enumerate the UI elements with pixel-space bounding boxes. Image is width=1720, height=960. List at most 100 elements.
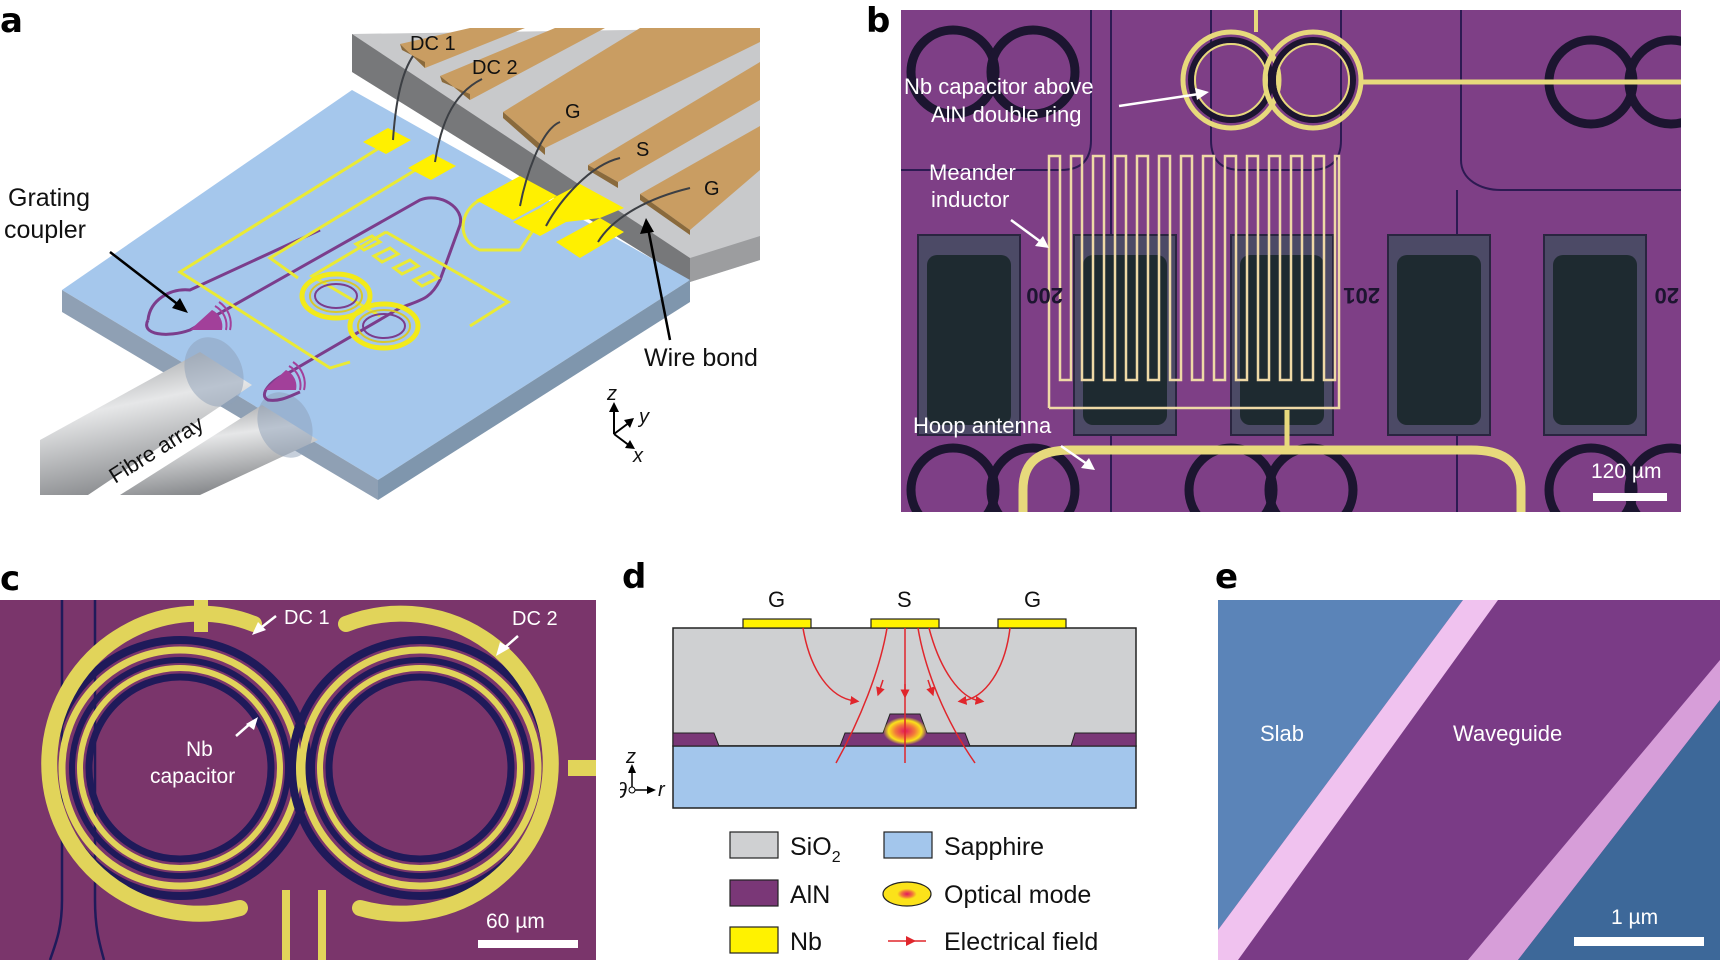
- grating-coupler-1: [190, 301, 232, 331]
- panel-letter-b: b: [866, 1, 891, 41]
- dc2-label: DC 2: [512, 608, 558, 630]
- panel-e-sem-image: Slab Waveguide 1 µm: [1218, 600, 1720, 960]
- grating-coupler-label-line2: coupler: [4, 216, 86, 244]
- panel-letter-a: a: [0, 1, 23, 41]
- field-line: [835, 627, 888, 764]
- legend-label-nb: Nb: [790, 928, 822, 956]
- legend-swatch-sio2: [729, 831, 779, 859]
- legend-label-sapphire: Sapphire: [944, 833, 1044, 861]
- electrode-label-g-left: G: [768, 587, 785, 612]
- legend-item-optical-mode: Optical mode: [882, 881, 1091, 909]
- meander-arrow: [1010, 218, 1049, 248]
- panel-letter-c: c: [0, 559, 21, 599]
- grating-coupler-arrow: [109, 251, 188, 313]
- dc1-label: DC 1: [284, 607, 330, 629]
- legend-swatch-sapphire: [883, 831, 933, 859]
- dc2-arrow: [496, 635, 519, 656]
- svg-text:SiO2: SiO2: [790, 833, 841, 866]
- legend-label-electrical-field: Electrical field: [944, 928, 1098, 956]
- slab-label: Slab: [1260, 721, 1304, 746]
- electrode-label-g-right: G: [1024, 587, 1041, 612]
- panel-c-micrograph: DC 1 DC 2 Nb capacitor 60 µm: [0, 600, 596, 960]
- device-pads: [917, 234, 1647, 436]
- wire-bonds: [392, 55, 691, 243]
- chip-pads: [363, 128, 624, 258]
- dc1-arrow: [252, 615, 277, 635]
- wire-bond-label: Wire bond: [644, 344, 758, 372]
- slab-region-right: [1518, 700, 1720, 960]
- legend: SiO2 Sapphire AlN Optical mode Nb Electr…: [729, 831, 1098, 956]
- nb-circuit: [177, 138, 542, 370]
- panel-b-micrograph: 200 201 20 Nb capacitor above AlN double…: [901, 10, 1681, 512]
- legend-label-sio2: SiO: [790, 833, 832, 861]
- pcb-label-g1: G: [565, 101, 581, 123]
- nb-electrode-g-right: [997, 618, 1067, 629]
- electrode-label-s: S: [897, 587, 912, 612]
- pcb-label-g2: G: [704, 178, 720, 200]
- capacitor-arrow: [1118, 88, 1209, 108]
- axis-label-r: r: [658, 779, 666, 801]
- axes-indicator: [609, 402, 635, 449]
- pcb-traces: [400, 28, 760, 235]
- scale-bar: [1574, 937, 1704, 946]
- capacitor-label-line2: capacitor: [150, 765, 235, 788]
- legend-label-optical-mode: Optical mode: [944, 881, 1091, 909]
- scale-bar-label: 120 µm: [1591, 460, 1661, 483]
- panel-a-chip-schematic: Fibre array: [0, 0, 860, 540]
- legend-label-aln: AlN: [790, 881, 830, 909]
- scale-bar: [1593, 493, 1667, 501]
- panel-letter-e: e: [1215, 557, 1239, 597]
- capacitor-label-line1: Nb capacitor above: [904, 74, 1094, 99]
- waveguide-bus: [48, 600, 106, 960]
- pcb-label-dc2: DC 2: [472, 57, 518, 79]
- aln-slab-right: [1070, 732, 1137, 747]
- meander-label-line1: Meander: [929, 160, 1016, 185]
- device-number-201: 201: [1343, 283, 1380, 308]
- waveguide-sidewall-left: [1218, 600, 1498, 960]
- capacitor-arrow: [235, 717, 258, 737]
- legend-item-electrical-field: Electrical field: [888, 928, 1098, 956]
- legend-swatch-nb: [729, 926, 779, 954]
- axis-label-y: y: [637, 406, 650, 428]
- nb-electrode-g-left: [742, 618, 812, 629]
- electric-field-lines: [802, 627, 1011, 764]
- scale-bar-label: 1 µm: [1611, 906, 1658, 929]
- hoop-antenna-arrow: [1060, 444, 1095, 470]
- device-number-200: 200: [1026, 283, 1063, 308]
- legend-item-aln: AlN: [729, 879, 830, 909]
- meander-label-line2: inductor: [931, 187, 1009, 212]
- aln-slab-left: [672, 732, 720, 747]
- right-ring: [288, 605, 559, 922]
- axis-label-x: x: [632, 445, 644, 467]
- panel-letter-d: d: [622, 557, 647, 597]
- double-ring-capacitor: [299, 271, 421, 351]
- meander-inductor: [1047, 154, 1341, 410]
- legend-swatch-aln: [729, 879, 779, 907]
- fibre-array: [40, 337, 318, 495]
- pcb-label-dc1: DC 1: [410, 33, 456, 55]
- waveguide-label: Waveguide: [1453, 721, 1562, 746]
- axis-label-z: z: [606, 383, 617, 405]
- capacitor-label-line2: AlN double ring: [931, 102, 1081, 127]
- legend-item-nb: Nb: [729, 926, 822, 956]
- capacitor-label-line1: Nb: [186, 738, 213, 761]
- axis-label-z: z: [625, 746, 636, 768]
- scale-bar: [478, 940, 578, 948]
- hoop-antenna: [1018, 410, 1526, 512]
- coord-axes: [628, 764, 656, 794]
- grating-coupler-2: [264, 361, 306, 391]
- legend-item-sapphire: Sapphire: [883, 831, 1044, 861]
- legend-swatch-optical-mode: [894, 887, 920, 901]
- hoop-antenna-label: Hoop antenna: [913, 413, 1052, 438]
- feed-lines: [194, 600, 596, 960]
- nb-electrode-s: [870, 618, 940, 629]
- pcb-label-s: S: [636, 139, 649, 161]
- scale-bar-label: 60 µm: [486, 910, 545, 933]
- grating-coupler-label-line1: Grating: [8, 184, 90, 212]
- legend-item-sio2: SiO2: [729, 831, 841, 866]
- legend-label-sio2-sub: 2: [832, 849, 841, 866]
- wire-bond-arrow: [640, 218, 672, 341]
- nb-capacitor-double-ring: [1180, 10, 1681, 131]
- waveguide-sidewall-right: [1468, 660, 1720, 960]
- panel-d-cross-section: G S G z θ r SiO2: [620, 580, 1180, 960]
